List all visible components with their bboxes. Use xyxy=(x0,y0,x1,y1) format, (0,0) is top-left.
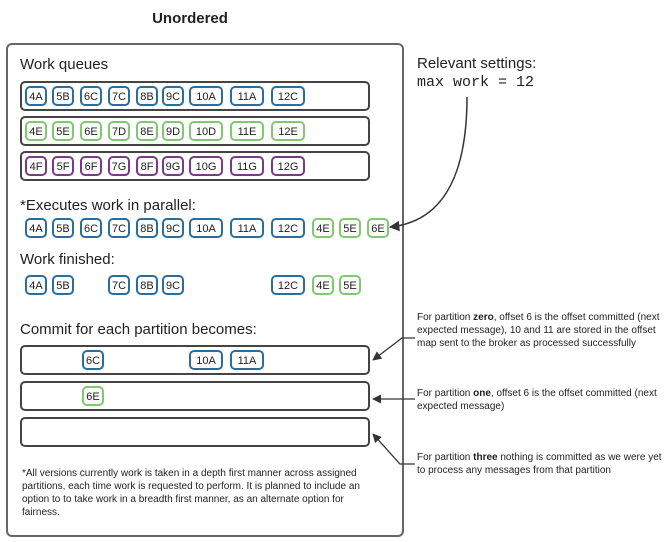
commit-heading: Commit for each partition becomes: xyxy=(20,321,257,338)
work-chip-8e: 8E xyxy=(136,121,158,141)
work-chip-8b: 8B xyxy=(136,218,158,238)
work-chip-6f: 6F xyxy=(80,156,102,176)
work-chip-10d: 10D xyxy=(189,121,223,141)
settings-heading: Relevant settings: xyxy=(417,55,537,72)
note-partition-one: For partition one, offset 6 is the offse… xyxy=(417,388,657,412)
work-chip-12e: 12E xyxy=(271,121,305,141)
work-chip-11g: 11G xyxy=(230,156,264,176)
work-chip-6c: 6C xyxy=(80,218,102,238)
work-chip-12c: 12C xyxy=(271,218,305,238)
queue-row-green xyxy=(20,116,370,146)
diagram-title: Unordered xyxy=(152,10,228,27)
work-chip-5b: 5B xyxy=(52,275,74,295)
work-chip-5b: 5B xyxy=(52,86,74,106)
work-queues-heading: Work queues xyxy=(20,56,109,73)
commit-row-three xyxy=(20,417,370,447)
work-chip-7g: 7G xyxy=(108,156,130,176)
work-chip-4e: 4E xyxy=(25,121,47,141)
work-chip-6c: 6C xyxy=(82,350,104,370)
settings-code: max work = 12 xyxy=(417,74,535,91)
work-chip-8b: 8B xyxy=(136,275,158,295)
work-chip-4a: 4A xyxy=(25,275,47,295)
work-chip-7d: 7D xyxy=(108,121,130,141)
queue-row-purple xyxy=(20,151,370,181)
work-chip-11a: 11A xyxy=(230,86,264,106)
work-chip-7c: 7C xyxy=(108,86,130,106)
finished-heading: Work finished: xyxy=(20,251,115,268)
work-chip-9c: 9C xyxy=(162,218,184,238)
commit-row-zero xyxy=(20,345,370,375)
work-chip-4f: 4F xyxy=(25,156,47,176)
note-partition-three: For partition three nothing is committed… xyxy=(417,452,662,476)
queue-row-blue xyxy=(20,81,370,111)
work-chip-12g: 12G xyxy=(271,156,305,176)
work-chip-8f: 8F xyxy=(136,156,158,176)
commit-row-one xyxy=(20,381,370,411)
work-chip-11a: 11A xyxy=(230,218,264,238)
work-chip-12c: 12C xyxy=(271,86,305,106)
outer-panel xyxy=(6,43,404,537)
work-chip-7c: 7C xyxy=(108,218,130,238)
work-chip-5e: 5E xyxy=(52,121,74,141)
work-chip-10g: 10G xyxy=(189,156,223,176)
work-chip-7c: 7C xyxy=(108,275,130,295)
work-chip-6e: 6E xyxy=(367,218,389,238)
work-chip-12c: 12C xyxy=(271,275,305,295)
work-chip-5e: 5E xyxy=(339,275,361,295)
work-chip-9c: 9C xyxy=(162,86,184,106)
work-chip-6c: 6C xyxy=(80,86,102,106)
work-chip-4a: 4A xyxy=(25,218,47,238)
note-zero-arrow xyxy=(372,337,415,361)
settings-arrow xyxy=(388,96,468,232)
work-chip-10a: 10A xyxy=(189,350,223,370)
work-chip-11a: 11A xyxy=(230,350,264,370)
work-chip-5e: 5E xyxy=(339,218,361,238)
work-chip-11e: 11E xyxy=(230,121,264,141)
work-chip-8b: 8B xyxy=(136,86,158,106)
work-chip-6e: 6E xyxy=(80,121,102,141)
work-chip-9c: 9C xyxy=(162,275,184,295)
note-partition-zero: For partition zero, offset 6 is the offs… xyxy=(417,312,660,349)
work-chip-5f: 5F xyxy=(52,156,74,176)
work-chip-4e: 4E xyxy=(312,275,334,295)
work-chip-10a: 10A xyxy=(189,86,223,106)
work-chip-9d: 9D xyxy=(162,121,184,141)
work-chip-6e: 6E xyxy=(82,386,104,406)
footnote: *All versions currently work is taken in… xyxy=(22,468,360,518)
work-chip-5b: 5B xyxy=(52,218,74,238)
work-chip-4e: 4E xyxy=(312,218,334,238)
work-chip-10a: 10A xyxy=(189,218,223,238)
work-chip-9g: 9G xyxy=(162,156,184,176)
note-three-arrow xyxy=(372,433,415,465)
work-chip-4a: 4A xyxy=(25,86,47,106)
executes-heading: *Executes work in parallel: xyxy=(20,197,196,214)
